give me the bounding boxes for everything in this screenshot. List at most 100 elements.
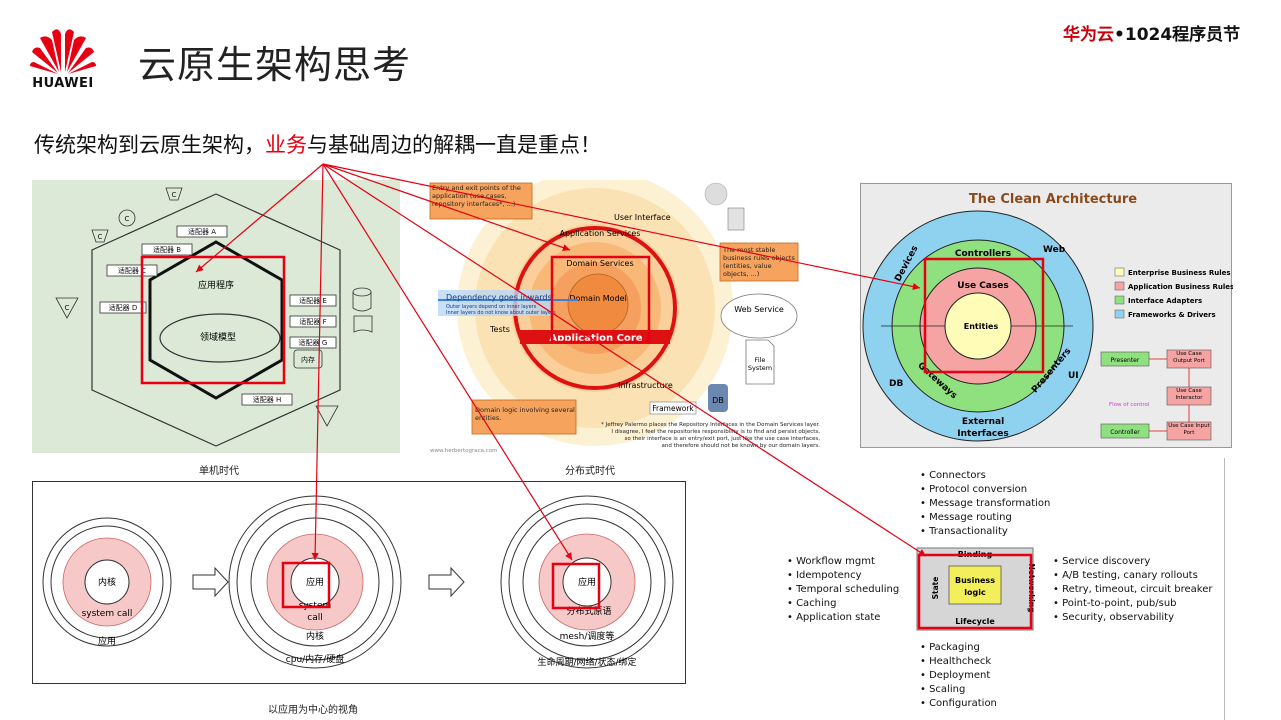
use-cases-label: Use Cases [957, 281, 1008, 291]
footnote-1: * Jeffrey Palermo places the Repository … [601, 422, 820, 428]
left-item: Workflow mgmt [787, 555, 899, 569]
c3-core: 应用 [578, 576, 596, 588]
web-ring-label: Web [1043, 245, 1066, 255]
left-item: Caching [787, 597, 899, 611]
c3-outer: 生命周期/网络/状态/绑定 [537, 656, 636, 668]
c-label-1: C [172, 191, 177, 199]
user-interface-label: User Interface [614, 213, 671, 222]
framework-label: Framework [652, 404, 694, 413]
bottom-item: Scaling [920, 683, 997, 697]
caption-distributed: 分布式时代 [565, 466, 615, 477]
app-core-label: Application Core [549, 333, 642, 344]
caption-app-centric: 以应用为中心的视角 [268, 705, 358, 716]
bottom-item: Deployment [920, 669, 997, 683]
top-item: Message routing [920, 511, 1050, 525]
stable-note: The most stable business rules objects (… [723, 246, 795, 278]
logo-text: HUAWEI [32, 76, 94, 91]
left-item: Temporal scheduling [787, 583, 899, 597]
caption-single-machine: 单机时代 [199, 466, 239, 477]
arrow-icon-2 [428, 566, 465, 598]
left-item: Idempotency [787, 569, 899, 583]
right-item: Point-to-point, pub/sub [1053, 597, 1212, 611]
top-list: Connectors Protocol conversion Message t… [920, 469, 1050, 539]
use-case-interactor-box: Use Case Interactor [1175, 388, 1203, 401]
c2-outer: cpu/内存/硬盘 [286, 653, 344, 665]
c3-ring: mesh/调度等 [560, 630, 615, 642]
business-label-2: logic [964, 588, 986, 597]
dependency-label: Dependency goes inwards [446, 293, 552, 302]
interfaces-label: Interfaces [957, 429, 1008, 439]
adapter-f: 适配器 F [299, 317, 326, 326]
c2-core: 应用 [306, 576, 324, 588]
huawei-logo-icon [30, 29, 96, 74]
top-item: Transactionality [920, 525, 1050, 539]
infrastructure-label: Infrastructure [618, 381, 673, 390]
business-label-1: Business [955, 576, 995, 585]
bottom-item: Packaging [920, 641, 997, 655]
external-label: External [962, 417, 1004, 427]
bottom-item: Configuration [920, 697, 997, 711]
subtitle-after: 与基础周边的解耦一直是重点！ [307, 133, 601, 157]
right-item: Security, observability [1053, 611, 1212, 625]
flow-label: Flow of control [1109, 402, 1150, 408]
c3-mid: 分布式原语 [566, 605, 611, 617]
hexagonal-diagram: 应用程序 领域模型 适配器 A 适配器 B 适配器 C 适配器 D 适配器 E … [32, 180, 400, 453]
c2-mid1: system [299, 601, 332, 611]
subtitle-before: 传统架构到云原生架构， [34, 133, 265, 157]
right-item: Retry, timeout, circuit breaker [1053, 583, 1212, 597]
adapter-h: 适配器 H [253, 395, 282, 404]
ui-ring-label: UI [1068, 371, 1079, 381]
legend-adapters: Interface Adapters [1128, 297, 1202, 305]
adapter-b: 适配器 B [153, 245, 181, 254]
domain-logic-note: Domain logic involving several entities. [475, 406, 575, 422]
hex-app-label: 应用程序 [198, 279, 234, 291]
hex-domain-label: 领域模型 [200, 331, 236, 343]
arrow-icon-1 [192, 566, 229, 598]
legend-frameworks: Frameworks & Drivers [1128, 311, 1216, 319]
top-item: Protocol conversion [920, 483, 1050, 497]
subtitle: 传统架构到云原生架构，业务与基础周边的解耦一直是重点！ [34, 129, 601, 159]
bottom-item: Healthcheck [920, 655, 997, 669]
adapter-c: 适配器 C [118, 266, 146, 275]
presenter-box: Presenter [1111, 357, 1140, 364]
capabilities-panel: Connectors Protocol conversion Message t… [777, 458, 1225, 720]
footnote-4: and therefore should not be known by our… [662, 443, 821, 449]
server-icon [727, 207, 745, 231]
right-list: Service discovery A/B testing, canary ro… [1053, 555, 1212, 625]
credit-label: www.herbertograca.com [430, 448, 498, 454]
huawei-logo: HUAWEI [28, 24, 98, 91]
top-item: Message transformation [920, 497, 1050, 511]
lifecycle-label: Lifecycle [955, 617, 995, 626]
adapter-a: 适配器 A [188, 227, 216, 236]
entry-note: Entry and exit points of the application… [432, 184, 521, 208]
tests-label: Tests [489, 325, 510, 334]
right-item: A/B testing, canary rollouts [1053, 569, 1212, 583]
domain-services-label: Domain Services [566, 259, 633, 268]
domain-model-label: Domain Model [569, 294, 627, 303]
adapter-d: 适配器 D [109, 303, 138, 312]
entities-label: Entities [964, 322, 999, 331]
c1-mid: system call [82, 609, 133, 619]
c-label-2: C [125, 215, 130, 223]
page-title: 云原生架构思考 [138, 43, 412, 87]
c1-outer: 应用 [98, 635, 116, 647]
legend-enterprise: Enterprise Business Rules [1128, 269, 1231, 277]
app-services-label: Application Services [560, 229, 641, 238]
file-system-label: File System [747, 356, 773, 372]
left-item: Application state [787, 611, 899, 625]
left-list: Workflow mgmt Idempotency Temporal sched… [787, 555, 899, 625]
web-label: Web Service [734, 305, 784, 314]
clean-title: The Clean Architecture [969, 192, 1137, 207]
memory-label: 内存 [301, 355, 315, 364]
web-service-cloud-icon [720, 293, 798, 339]
brand-red: 华为云 [1063, 25, 1114, 45]
right-item: Service discovery [1053, 555, 1212, 569]
state-label: State [931, 577, 940, 600]
c2-mid2: call [307, 613, 322, 623]
clean-architecture-diagram: The Clean Architecture Entities Use Case… [860, 183, 1234, 448]
brand-tag: 华为云•1024程序员节 [1063, 20, 1240, 45]
controller-box: Controller [1110, 429, 1140, 436]
adapter-e: 适配器 E [299, 296, 327, 305]
db-label: DB [712, 396, 724, 405]
footnote-3: so their interface is an entry/exit port… [625, 436, 821, 442]
